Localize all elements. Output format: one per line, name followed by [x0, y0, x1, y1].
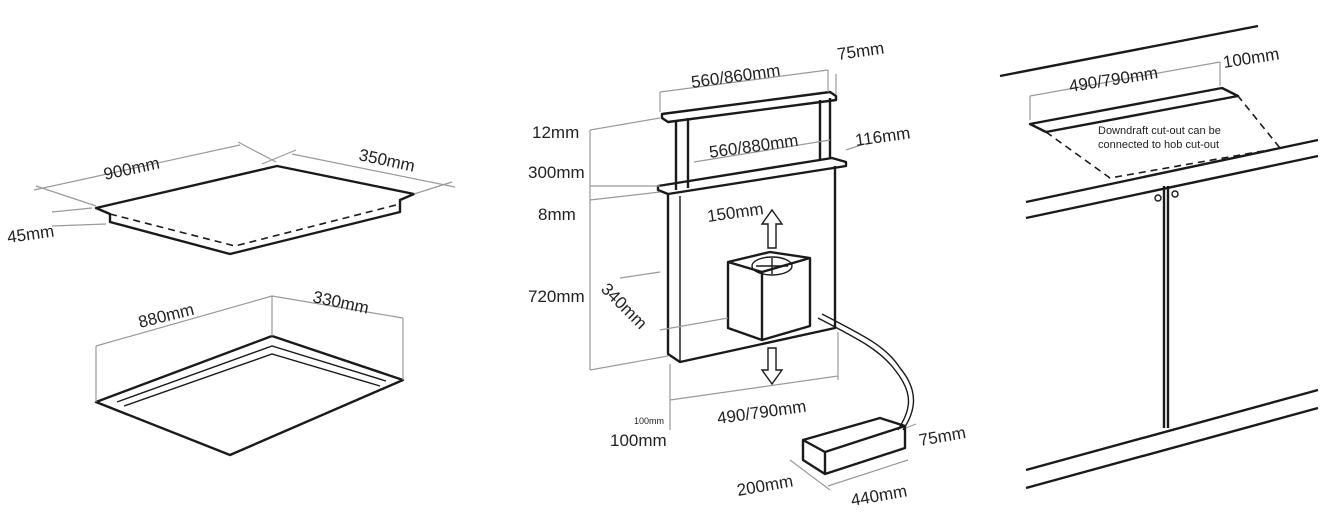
downdraft-drawing: 560/860mm 75mm 12mm 560/880mm 116mm 300m…: [528, 39, 967, 510]
slot-depth-label: 100mm: [1222, 44, 1281, 72]
top-thickness-label: 12mm: [532, 123, 579, 142]
note-line-1: Downdraft cut-out can be: [1098, 125, 1221, 137]
hob-top-surface: [94, 164, 416, 256]
hob-hidden-edge: [109, 203, 401, 247]
cutout-inner: [116, 345, 387, 403]
cutout-depth-dim-line: [271, 295, 404, 319]
plinth-line-2: [1025, 406, 1319, 490]
offset-label: 100mm: [610, 431, 667, 450]
arrow-down-icon: [760, 347, 784, 386]
cutout-dashed-outline: [1045, 95, 1282, 179]
cutout-width-label: 880mm: [136, 300, 196, 332]
worktop-drawing: 490/790mm 100mm Downdraft cut-out can be…: [999, 24, 1319, 490]
hob-drawing: 900mm 350mm 45mm: [6, 141, 456, 256]
left-height-dim-lines: [589, 117, 669, 371]
flange-thickness-label: 8mm: [538, 205, 576, 224]
fan-outlet-label: 150mm: [706, 199, 765, 226]
plinth-line: [1025, 388, 1319, 472]
box-dim-lines: [789, 423, 917, 491]
slot-width-label: 490/790mm: [1068, 63, 1160, 96]
cutout-depth-label: 330mm: [311, 287, 370, 317]
hob-depth-label: 350mm: [357, 145, 416, 175]
slot-width-dim-line: [1029, 61, 1221, 120]
cable: [817, 317, 910, 431]
hob-depth-dim-line: [261, 149, 456, 195]
inner-width-label: 560/880mm: [708, 131, 800, 162]
box-height-label: 75mm: [917, 423, 967, 450]
fan-outlet-cross: [756, 258, 788, 274]
hob-edge: [95, 207, 111, 215]
cutout-inner-2: [123, 353, 381, 407]
box-depth-label: 200mm: [735, 471, 794, 500]
inner-width-dim-line: [693, 139, 831, 163]
top-width-dim-line: [659, 69, 829, 112]
cutout-width-dim-line: [95, 295, 273, 347]
fan-outlet: [751, 256, 793, 276]
motor-depth-label: 340mm: [597, 279, 651, 333]
worktop-front-edge-2: [1025, 154, 1319, 220]
downdraft-top-bar: [660, 90, 838, 124]
motor-box: [726, 250, 812, 342]
offset-small-label: 100mm: [634, 416, 664, 426]
arrow-up-icon: [760, 208, 784, 249]
rise-height-label: 300mm: [528, 163, 585, 182]
inner-depth-label: 116mm: [854, 123, 912, 150]
hob-cutout-drawing: 880mm 330mm: [94, 287, 405, 457]
wall-line: [999, 24, 1259, 78]
top-depth-label: 75mm: [836, 39, 885, 64]
note-line-2: connected to hob cut-out: [1098, 139, 1219, 151]
base-width-dim-line: [669, 332, 839, 430]
inner-depth-dim-line: [845, 143, 865, 151]
body-height-label: 720mm: [528, 287, 585, 306]
hob-height-dim-line: [51, 207, 107, 227]
door-knob-right: [1171, 190, 1179, 198]
control-box: [801, 416, 907, 476]
motor-depth-dim-line: [619, 271, 729, 331]
downdraft-posts: [674, 98, 832, 190]
hob-width-label: 900mm: [102, 154, 161, 184]
top-width-label: 560/860mm: [690, 61, 782, 92]
cabinet-divider: [1162, 186, 1170, 428]
base-width-label: 490/790mm: [716, 397, 808, 428]
box-width-label: 440mm: [849, 481, 908, 510]
downdraft-flange: [656, 156, 848, 196]
cutout-walls: [95, 296, 404, 402]
hob-width-dim-line: [33, 141, 277, 207]
hob-height-label: 45mm: [6, 222, 55, 247]
door-knob-left: [1154, 194, 1162, 202]
cable-2: [821, 313, 915, 431]
